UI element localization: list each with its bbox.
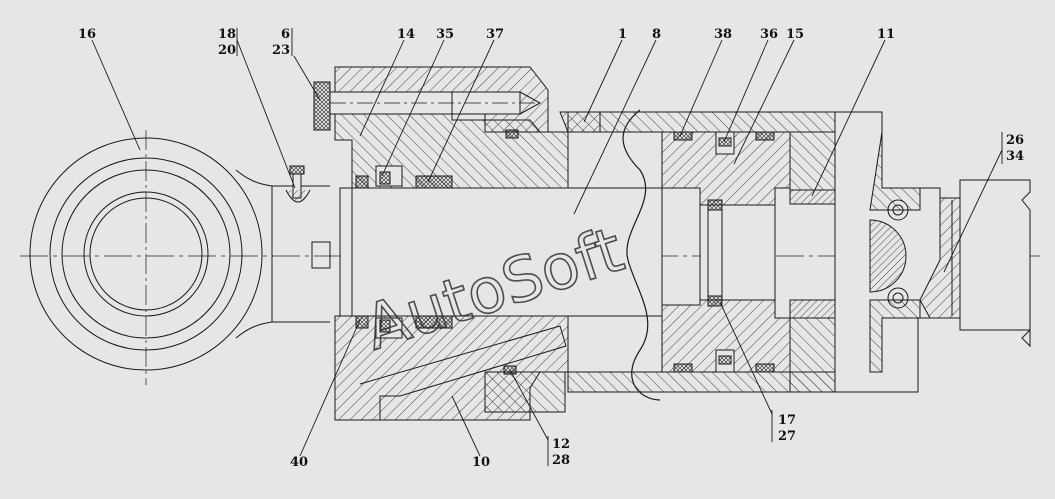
label-8: 8 xyxy=(652,27,661,42)
label-23: 23 xyxy=(272,43,290,58)
label-35: 35 xyxy=(436,27,454,42)
label-34: 34 xyxy=(1006,149,1024,164)
rear-cap xyxy=(834,111,1031,393)
label-11: 11 xyxy=(877,27,895,42)
label-40: 40 xyxy=(290,455,308,470)
label-14: 14 xyxy=(397,27,415,42)
piston xyxy=(661,131,791,373)
break-line xyxy=(622,109,661,401)
rod-eye xyxy=(29,130,331,385)
label-17: 17 xyxy=(778,413,796,428)
label-27: 27 xyxy=(778,429,796,444)
label-38: 38 xyxy=(714,27,732,42)
label-26: 26 xyxy=(1006,133,1024,148)
piston-rod xyxy=(339,187,663,317)
label-12: 12 xyxy=(552,437,570,452)
gland-seals xyxy=(355,129,519,375)
label-15: 15 xyxy=(786,27,804,42)
label-20: 20 xyxy=(218,43,236,58)
label-1: 1 xyxy=(618,27,627,42)
part-labels: 16 18 20 6 23 14 35 37 1 8 38 36 15 11 2… xyxy=(78,27,1024,470)
label-10: 10 xyxy=(472,455,490,470)
label-36: 36 xyxy=(760,27,778,42)
leader-lines xyxy=(91,28,1003,466)
label-16: 16 xyxy=(78,27,96,42)
label-28: 28 xyxy=(552,453,570,468)
label-18: 18 xyxy=(218,27,236,42)
label-37: 37 xyxy=(486,27,504,42)
label-6: 6 xyxy=(281,27,290,42)
grease-fitting xyxy=(285,165,311,203)
